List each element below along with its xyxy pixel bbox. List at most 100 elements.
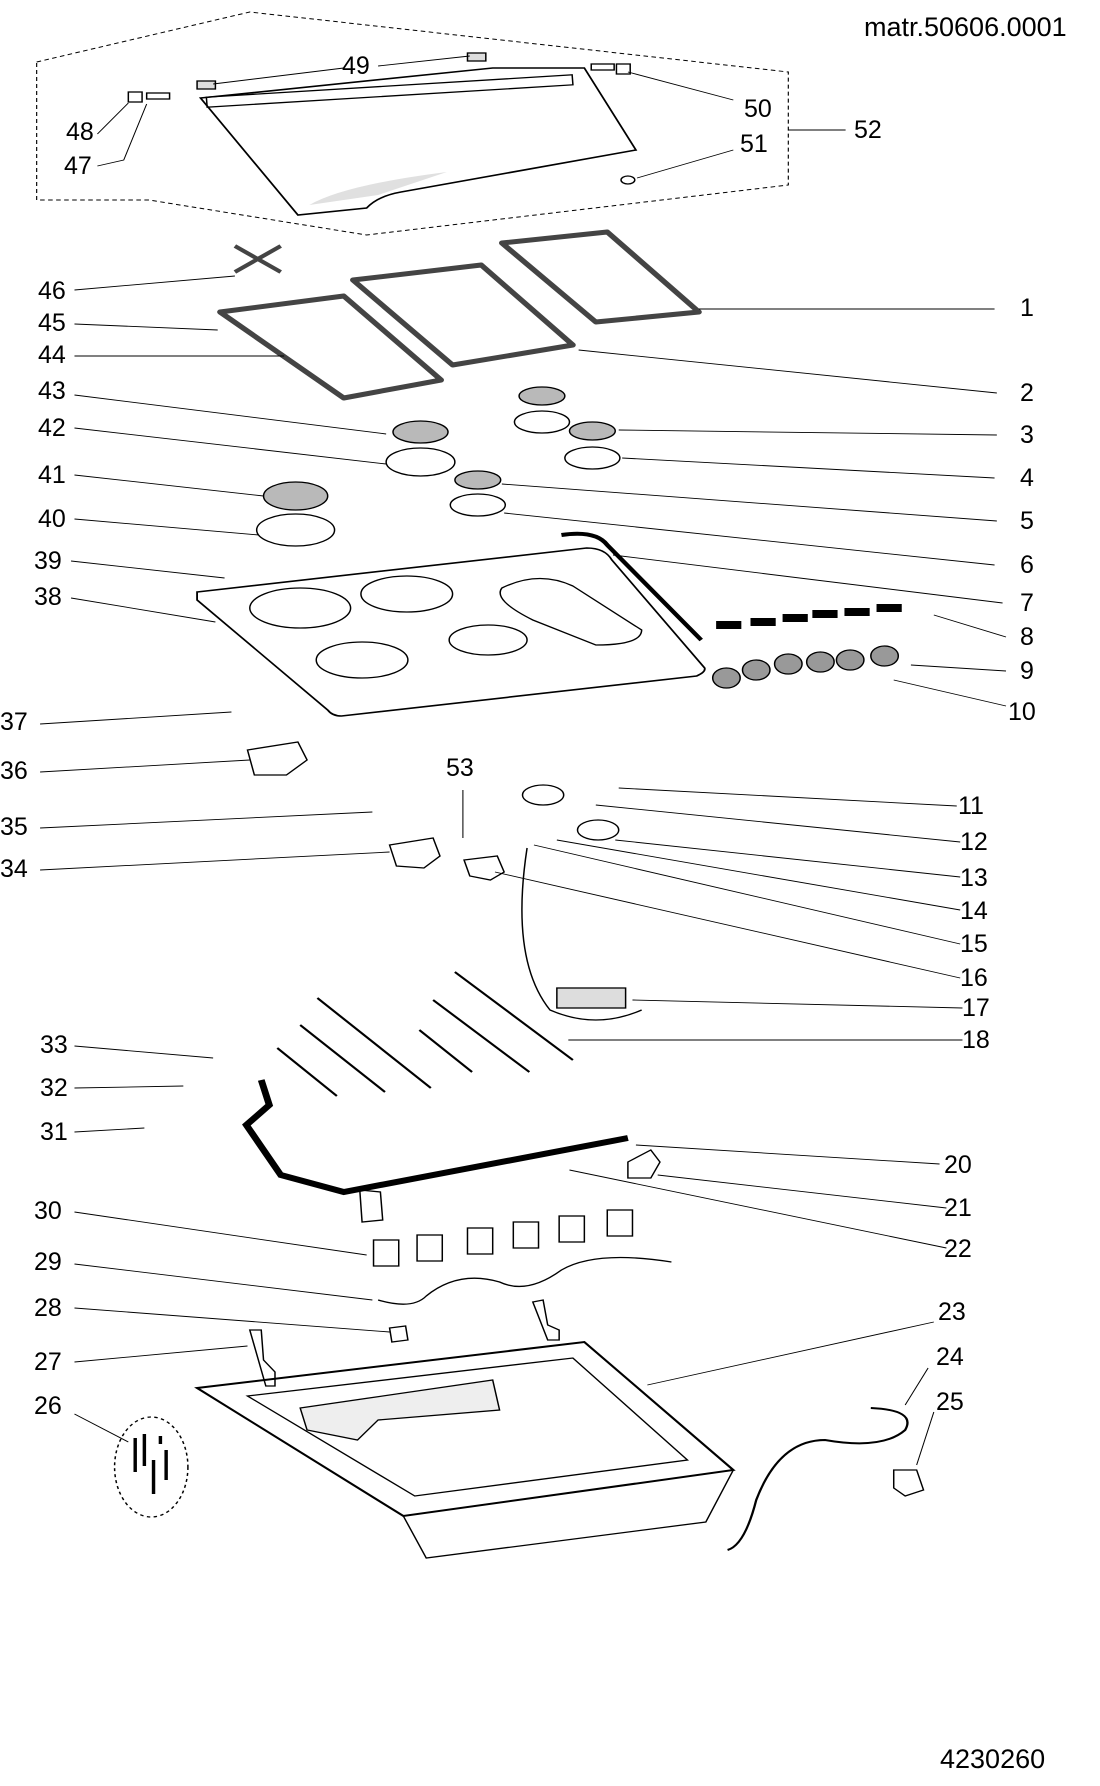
- callout-39: 39: [34, 547, 62, 575]
- seal-strip: [561, 531, 703, 642]
- burner-cup-16: [463, 855, 506, 881]
- lid-bumper-right: [466, 52, 487, 62]
- pan-support-middle: [350, 262, 576, 368]
- burner-cap-large: [262, 481, 329, 511]
- callout-43: 43: [38, 377, 66, 405]
- knob-1: [711, 667, 741, 689]
- callout-46: 46: [38, 277, 66, 305]
- power-cord: [727, 1407, 909, 1551]
- burner-cup-36: [246, 741, 308, 776]
- callout-8: 8: [1020, 623, 1034, 651]
- lid-bumper-left: [196, 80, 217, 90]
- callout-28: 28: [34, 1294, 62, 1322]
- glass-lid-assembly: [36, 11, 789, 236]
- callout-7: 7: [1020, 589, 1034, 617]
- callout-10: 10: [1008, 698, 1036, 726]
- tray-base: [402, 1469, 734, 1559]
- callout-15: 15: [960, 930, 988, 958]
- callout-1: 1: [1020, 294, 1034, 322]
- bracket-21: [627, 1149, 661, 1179]
- burner-cap-4: [568, 421, 617, 441]
- matr-number: matr.50606.0001: [864, 12, 1067, 42]
- burner-head-4: [564, 446, 621, 470]
- thermocouple-harness: [377, 1256, 672, 1305]
- callout-5: 5: [1020, 507, 1034, 535]
- callout-38: 38: [34, 583, 62, 611]
- burner-cap-42: [392, 420, 449, 444]
- callout-50: 50: [744, 95, 772, 123]
- callout-12: 12: [960, 828, 988, 856]
- callout-24: 24: [936, 1343, 964, 1371]
- burner-cups: [246, 741, 620, 881]
- tube-2: [299, 1024, 386, 1093]
- callout-16: 16: [960, 964, 988, 992]
- pan-supports: [217, 229, 702, 401]
- callout-18: 18: [962, 1026, 990, 1054]
- tray-duct: [299, 1379, 501, 1441]
- callout-33: 33: [40, 1031, 68, 1059]
- hob-top-plate: [196, 547, 706, 717]
- callout-17: 17: [962, 994, 990, 1022]
- callout-47: 47: [64, 152, 92, 180]
- burner-ring-4: [448, 624, 528, 656]
- callout-11: 11: [958, 792, 984, 820]
- ignition-wire: [521, 847, 642, 1021]
- knob-4: [805, 651, 835, 673]
- lid-hinge-rail: [205, 74, 574, 108]
- bracket-27: [248, 1329, 276, 1387]
- callout-41: 41: [38, 461, 66, 489]
- tube-4: [418, 1029, 473, 1073]
- hinge-screw-right: [590, 63, 615, 71]
- callout-13: 13: [960, 864, 988, 892]
- clips: [133, 1434, 168, 1494]
- tube-1: [276, 1047, 338, 1097]
- callout-3: 3: [1020, 421, 1034, 449]
- valve-6: [606, 1209, 634, 1237]
- callout-34: 34: [0, 855, 28, 883]
- hob-top: [196, 531, 706, 717]
- burner-head-42: [385, 447, 456, 477]
- knob-caps: [716, 604, 902, 629]
- bracket-right: [531, 1299, 560, 1341]
- callout-40: 40: [38, 505, 66, 533]
- callout-35: 35: [0, 813, 28, 841]
- callout-49: 49: [342, 52, 370, 80]
- burner-cup-left-right: [521, 784, 565, 806]
- callout-53: 53: [446, 754, 474, 782]
- burner-ring-3: [315, 641, 409, 679]
- control-knobs: [711, 604, 902, 689]
- burners: [255, 386, 621, 547]
- gas-valves: [372, 1209, 672, 1305]
- callout-20: 20: [944, 1151, 972, 1179]
- callout-6: 6: [1020, 551, 1034, 579]
- callout-2: 2: [1020, 379, 1034, 407]
- knob-6: [870, 645, 900, 667]
- valve-4: [512, 1221, 540, 1249]
- fish-burner-ring: [499, 577, 643, 646]
- cable-clamp: [892, 1469, 925, 1497]
- callout-23: 23: [938, 1298, 966, 1326]
- callout-9: 9: [1020, 657, 1034, 685]
- burner-cup-13: [576, 819, 620, 841]
- drawing-number: 4230260: [940, 1744, 1046, 1774]
- lid-group-boundary: [36, 11, 789, 236]
- bottom-tray: [194, 1340, 736, 1559]
- callout-51: 51: [740, 130, 768, 158]
- callout-30: 30: [34, 1197, 62, 1225]
- callout-22: 22: [944, 1235, 972, 1263]
- burner-ring-2: [360, 575, 454, 613]
- callout-27: 27: [34, 1348, 62, 1376]
- hinge-left: [127, 91, 143, 103]
- burner-ring-1: [249, 587, 352, 629]
- lid-highlight: [309, 172, 447, 205]
- lid-grommet: [620, 175, 636, 185]
- tube-3: [316, 997, 432, 1089]
- callout-29: 29: [34, 1248, 62, 1276]
- clips-detail-circle: [113, 1416, 189, 1518]
- callout-25: 25: [936, 1388, 964, 1416]
- valve-1: [372, 1239, 400, 1267]
- callout-44: 44: [38, 341, 66, 369]
- pan-support-left: [217, 293, 444, 401]
